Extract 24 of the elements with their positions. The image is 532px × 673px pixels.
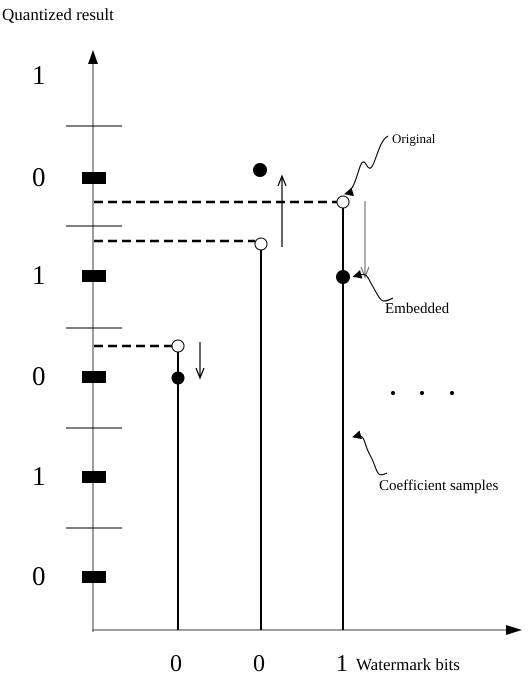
axis-tick-label: 1 <box>336 652 348 673</box>
original-sample-point <box>172 340 184 352</box>
leader-arrow <box>344 136 388 194</box>
callout-label: Original <box>392 132 436 145</box>
original-sample-point <box>336 196 350 208</box>
axis-tick-label: 1 <box>32 62 46 89</box>
leader-arrow <box>352 430 388 476</box>
original-sample-point <box>254 238 268 250</box>
axis-title: Quantized result <box>2 6 114 23</box>
axis-tick-label: 0 <box>253 652 265 673</box>
callout-label: Embedded <box>385 302 450 317</box>
axis-tick-label: 0 <box>32 164 46 191</box>
sample-stem <box>177 352 179 630</box>
sample-stem <box>342 208 344 630</box>
leader-arrow <box>352 270 394 302</box>
embedded-sample-point <box>253 163 267 177</box>
axis-tick-label: 0 <box>170 652 182 673</box>
axis-tick-label: 0 <box>32 563 46 590</box>
axis-title: Watermark bits <box>356 656 460 673</box>
axis-tick-label: 1 <box>32 262 46 289</box>
callout-label: Coefficient samples <box>379 479 498 494</box>
axis-tick-label: 1 <box>32 463 46 490</box>
axis-tick-label: 0 <box>32 363 46 390</box>
sample-stem <box>260 250 262 630</box>
